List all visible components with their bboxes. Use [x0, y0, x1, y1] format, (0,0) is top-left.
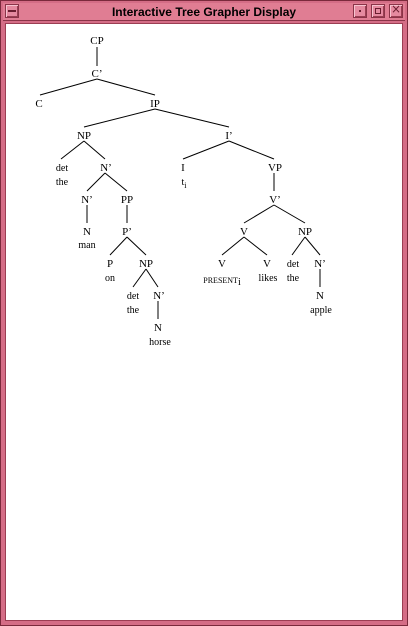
node-n-bar-object[interactable]: N’	[314, 258, 326, 270]
syntax-tree: CP C’ C IP NP I’ det the N’ N’ PP N man …	[35, 35, 332, 348]
node-np-horse[interactable]: NP	[139, 258, 153, 270]
edge-np-det	[60, 140, 85, 160]
edge-np-nbar	[83, 140, 106, 160]
node-v-likes[interactable]: V	[263, 258, 271, 270]
node-det-horse[interactable]: det	[127, 291, 139, 302]
node-n-bar-horse[interactable]: N’	[153, 290, 165, 302]
edge-np-det-horse	[132, 268, 147, 288]
edge-ibar-i	[182, 140, 230, 160]
node-n-bar-man[interactable]: N’	[81, 194, 93, 206]
edge-cbar-c	[39, 78, 98, 96]
node-v-bar[interactable]: V’	[269, 194, 281, 206]
node-n-bar-subject[interactable]: N’	[100, 162, 112, 174]
window-menu-button[interactable]	[5, 4, 19, 18]
node-i[interactable]: I	[181, 162, 185, 174]
window-title: Interactive Tree Grapher Display	[111, 5, 297, 19]
present-text: PRESENT	[203, 276, 238, 285]
word-apple: apple	[310, 305, 332, 316]
node-cp[interactable]: CP	[90, 35, 103, 47]
edge-nbar-pp	[104, 172, 128, 192]
edge-ip-np	[83, 108, 156, 128]
node-n-man[interactable]: N	[83, 226, 91, 238]
edge-ibar-vp	[228, 140, 275, 160]
close-button[interactable]	[389, 2, 403, 18]
edge-v-present	[221, 236, 245, 256]
node-c[interactable]: C	[35, 98, 42, 110]
word-trace: ti	[181, 177, 187, 190]
node-vp[interactable]: VP	[268, 162, 282, 174]
minimize-button[interactable]	[353, 4, 367, 18]
node-n-apple[interactable]: N	[316, 290, 324, 302]
node-n-horse[interactable]: N	[154, 322, 162, 334]
word-the-object: the	[287, 273, 300, 284]
edge-ip-ibar	[154, 108, 230, 128]
word-man: man	[78, 240, 95, 251]
tree-canvas: CP C’ C IP NP I’ det the N’ N’ PP N man …	[5, 23, 403, 621]
node-np-object[interactable]: NP	[298, 226, 312, 238]
node-det-object[interactable]: det	[287, 259, 299, 270]
title-bar[interactable]: Interactive Tree Grapher Display	[3, 2, 405, 21]
edge-nbar-nbar	[86, 172, 106, 192]
tree-nodes: CP C’ C IP NP I’ det the N’ N’ PP N man …	[35, 35, 332, 348]
node-c-bar[interactable]: C’	[92, 68, 103, 80]
edge-vbar-np	[273, 204, 306, 224]
node-ip[interactable]: IP	[150, 98, 160, 110]
node-det-subject[interactable]: det	[56, 163, 68, 174]
node-i-bar[interactable]: I’	[225, 130, 232, 142]
word-likes: likes	[259, 273, 278, 284]
present-subscript: i	[238, 277, 241, 288]
node-v-present[interactable]: V	[218, 258, 226, 270]
edge-cbar-ip	[96, 78, 156, 96]
node-p[interactable]: P	[107, 258, 113, 270]
trace-subscript: i	[184, 181, 187, 190]
word-present: PRESENTi	[203, 276, 241, 288]
edge-pbar-np	[126, 236, 147, 256]
trace-t: t	[181, 177, 184, 188]
edge-np-nbar-obj	[304, 236, 321, 256]
tree-edges	[39, 47, 321, 319]
node-p-bar[interactable]: P’	[122, 226, 132, 238]
node-v[interactable]: V	[240, 226, 248, 238]
edge-v-likes	[243, 236, 268, 256]
node-pp[interactable]: PP	[121, 194, 133, 206]
word-horse: horse	[149, 337, 171, 348]
edge-np-det-obj	[291, 236, 306, 256]
word-on: on	[105, 273, 115, 284]
edge-pbar-p	[109, 236, 128, 256]
edge-vbar-v	[243, 204, 275, 224]
maximize-button[interactable]	[371, 4, 385, 18]
word-the-horse: the	[127, 305, 140, 316]
node-np-subject[interactable]: NP	[77, 130, 91, 142]
word-the-subject: the	[56, 177, 69, 188]
edge-np-nbar-horse	[145, 268, 159, 288]
